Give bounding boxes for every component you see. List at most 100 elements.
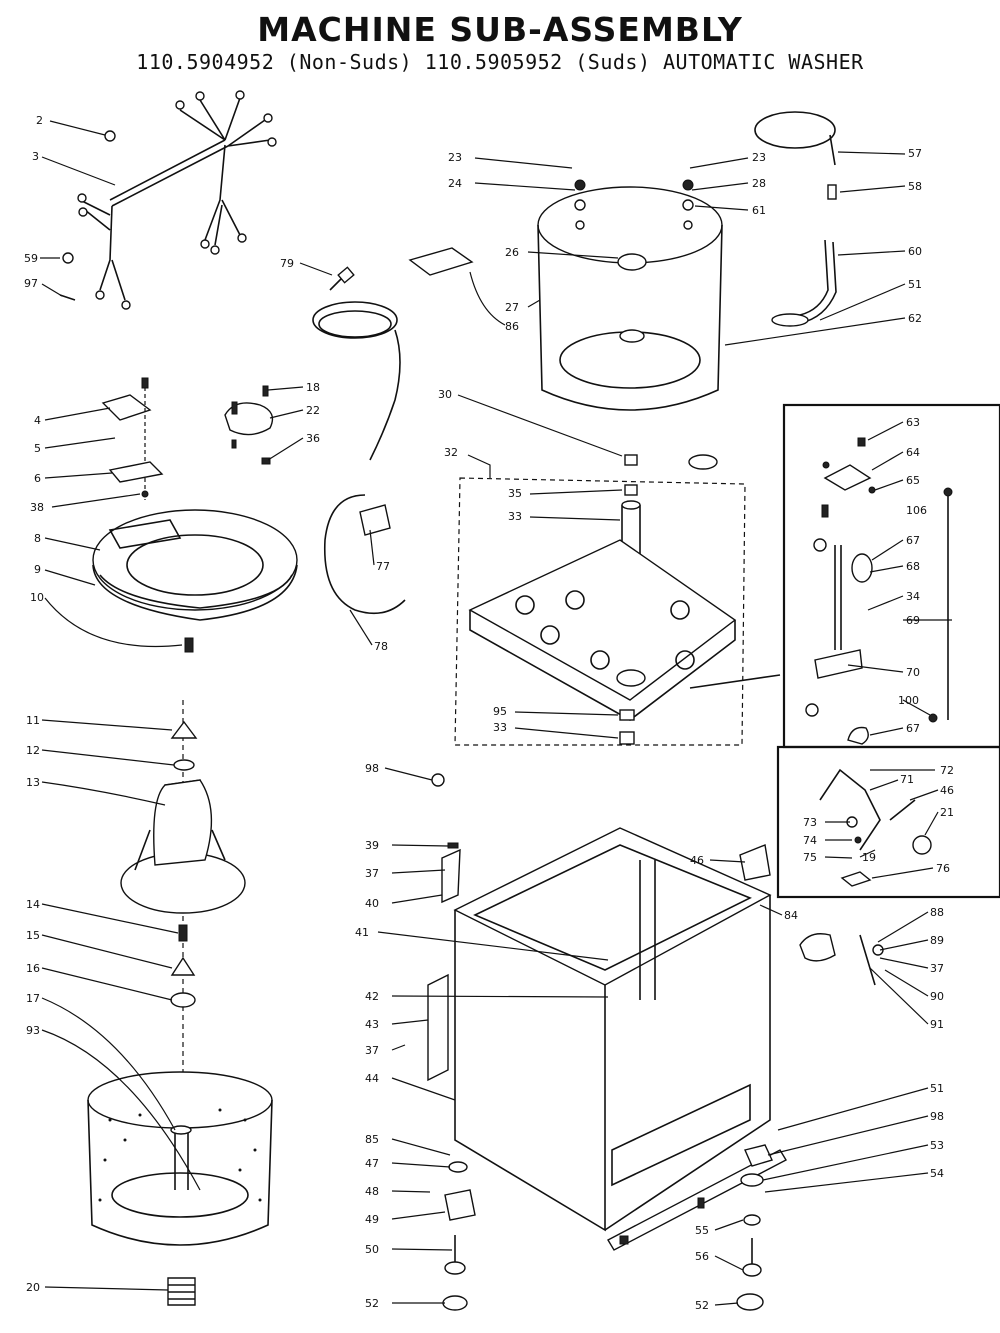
callout: 67 bbox=[906, 722, 920, 735]
callout: 95 bbox=[493, 705, 507, 718]
inset-panel-lower bbox=[776, 745, 1000, 899]
callout: 58 bbox=[908, 180, 922, 193]
callout: 12 bbox=[26, 744, 40, 757]
callout: 40 bbox=[365, 897, 379, 910]
callout: 59 bbox=[24, 252, 38, 265]
callout: 69 bbox=[906, 614, 920, 627]
callout: 46 bbox=[690, 854, 704, 867]
callout: 84 bbox=[784, 909, 798, 922]
outer-tub bbox=[408, 111, 837, 470]
switch-bracket-parts bbox=[101, 377, 164, 500]
callout: 65 bbox=[906, 474, 920, 487]
power-cord bbox=[312, 266, 401, 461]
callout: 51 bbox=[908, 278, 922, 291]
callout: 93 bbox=[26, 1024, 40, 1037]
callout: 32 bbox=[444, 446, 458, 459]
basket-perforations bbox=[98, 1108, 262, 1202]
callout: 27 bbox=[505, 301, 519, 314]
callout: 8 bbox=[34, 532, 41, 545]
callout: 19 bbox=[862, 851, 876, 864]
transmission-assembly bbox=[454, 454, 781, 746]
callout: 43 bbox=[365, 1018, 379, 1031]
callout: 11 bbox=[26, 714, 40, 727]
callout: 72 bbox=[940, 764, 954, 777]
cabinet-frame bbox=[427, 773, 884, 1311]
inset-panel-upper bbox=[782, 403, 1000, 749]
callout: 71 bbox=[900, 773, 914, 786]
callout: 74 bbox=[803, 834, 817, 847]
page-subtitle: 110.5904952 (Non-Suds) 110.5905952 (Suds… bbox=[136, 50, 864, 74]
callout: 2 bbox=[36, 114, 43, 127]
callout: 9 bbox=[34, 563, 41, 576]
callout: 91 bbox=[930, 1018, 944, 1031]
callout: 13 bbox=[26, 776, 40, 789]
callout: 16 bbox=[26, 962, 40, 975]
callout: 64 bbox=[906, 446, 920, 459]
callout: 48 bbox=[365, 1185, 379, 1198]
callout: 14 bbox=[26, 898, 40, 911]
callout: 35 bbox=[508, 487, 522, 500]
callout: 76 bbox=[936, 862, 950, 875]
callout: 5 bbox=[34, 442, 41, 455]
callout: 63 bbox=[906, 416, 920, 429]
callout: 55 bbox=[695, 1224, 709, 1237]
callout: 98 bbox=[930, 1110, 944, 1123]
callout: 70 bbox=[906, 666, 920, 679]
callout: 37 bbox=[365, 867, 379, 880]
callout: 15 bbox=[26, 929, 40, 942]
callout: 41 bbox=[355, 926, 369, 939]
callout: 51 bbox=[930, 1082, 944, 1095]
callout: 78 bbox=[374, 640, 388, 653]
callout: 67 bbox=[906, 534, 920, 547]
callout: 77 bbox=[376, 560, 390, 573]
callout: 21 bbox=[940, 806, 954, 819]
callout: 79 bbox=[280, 257, 294, 270]
callout: 106 bbox=[906, 504, 927, 517]
callout: 47 bbox=[365, 1157, 379, 1170]
callout: 89 bbox=[930, 934, 944, 947]
callout: 37 bbox=[930, 962, 944, 975]
tub-ring bbox=[92, 509, 298, 653]
callout: 90 bbox=[930, 990, 944, 1003]
callout: 62 bbox=[908, 312, 922, 325]
callout: 3 bbox=[32, 150, 39, 163]
callout: 56 bbox=[695, 1250, 709, 1263]
callout: 23 bbox=[448, 151, 462, 164]
callout: 42 bbox=[365, 990, 379, 1003]
callout: 33 bbox=[508, 510, 522, 523]
callout: 39 bbox=[365, 839, 379, 852]
callout: 18 bbox=[306, 381, 320, 394]
callout: 50 bbox=[365, 1243, 379, 1256]
callout: 49 bbox=[365, 1213, 379, 1226]
callout: 98 bbox=[365, 762, 379, 775]
callout: 57 bbox=[908, 147, 922, 160]
callout: 85 bbox=[365, 1133, 379, 1146]
callout: 17 bbox=[26, 992, 40, 1005]
wire-harness bbox=[59, 90, 277, 310]
callout: 28 bbox=[752, 177, 766, 190]
callout: 30 bbox=[438, 388, 452, 401]
callout: 73 bbox=[803, 816, 817, 829]
callout: 23 bbox=[752, 151, 766, 164]
callout: 4 bbox=[34, 414, 41, 427]
callout: 10 bbox=[30, 591, 44, 604]
callout-labels: 2 3 59 97 79 4 5 6 38 8 9 10 18 22 36 77… bbox=[24, 114, 954, 1312]
callout: 54 bbox=[930, 1167, 944, 1180]
callout: 38 bbox=[30, 501, 44, 514]
callout: 52 bbox=[365, 1297, 379, 1310]
callout: 46 bbox=[940, 784, 954, 797]
callout: 52 bbox=[695, 1299, 709, 1312]
callout: 61 bbox=[752, 204, 766, 217]
callout: 22 bbox=[306, 404, 320, 417]
callout: 6 bbox=[34, 472, 41, 485]
callout: 100 bbox=[898, 694, 919, 707]
callout: 36 bbox=[306, 432, 320, 445]
callout: 33 bbox=[493, 721, 507, 734]
agitator-assembly bbox=[87, 700, 273, 1306]
callout: 37 bbox=[365, 1044, 379, 1057]
fill-hose bbox=[323, 494, 406, 615]
callout: 26 bbox=[505, 246, 519, 259]
pressure-switch-parts bbox=[224, 385, 274, 465]
